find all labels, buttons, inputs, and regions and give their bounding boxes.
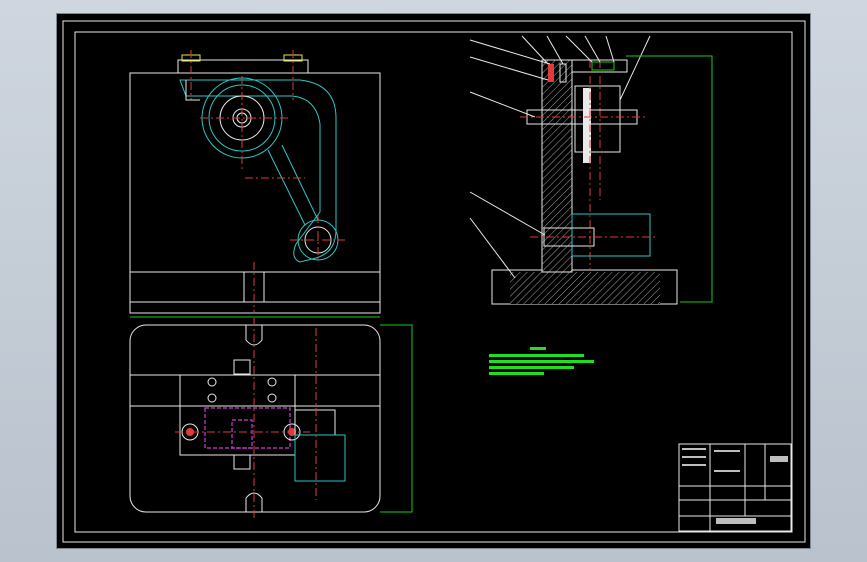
- top-view: [129, 318, 381, 520]
- dimension-lines: [130, 55, 713, 513]
- drawing-frame: [62, 20, 806, 543]
- drawing-canvas: [62, 20, 806, 543]
- title-block: [678, 443, 792, 532]
- technical-notes: [489, 347, 594, 375]
- cad-viewport[interactable]: [57, 14, 810, 548]
- section-view: [469, 35, 678, 305]
- front-view: [129, 50, 381, 314]
